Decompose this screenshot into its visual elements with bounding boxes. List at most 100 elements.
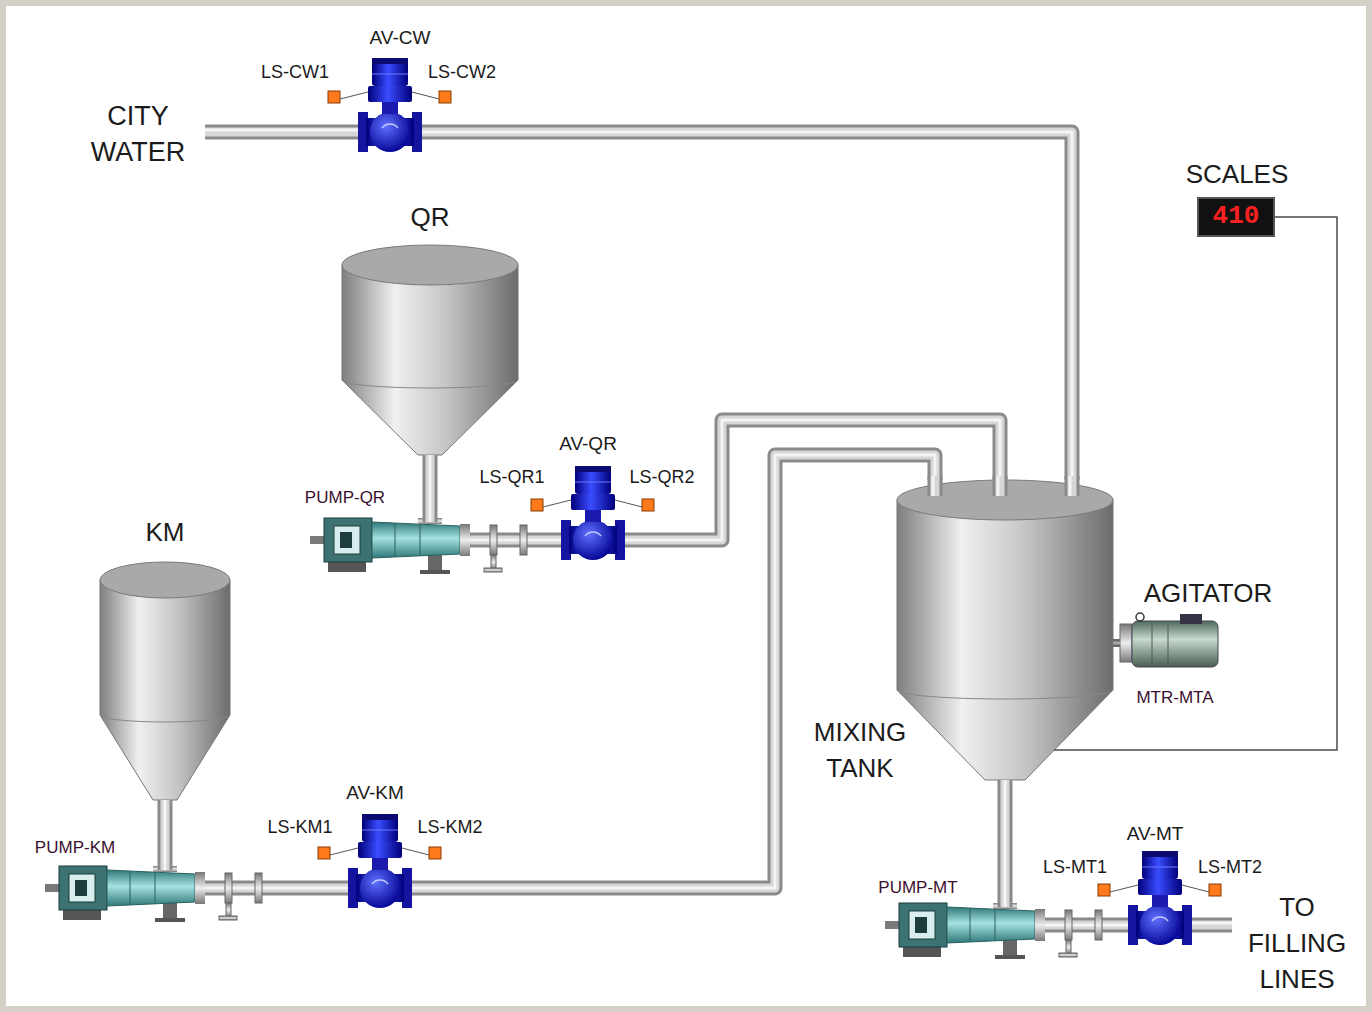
destination-label: TO FILLING LINES xyxy=(1232,889,1362,997)
pipe-body xyxy=(1001,780,1010,907)
pipe-body xyxy=(470,536,561,545)
pipe-flange xyxy=(520,525,527,555)
hopper-qr xyxy=(342,380,518,388)
pipe-outline xyxy=(423,455,438,522)
pipe-flange xyxy=(219,916,237,920)
limit-switch-tag: LS-MT1 xyxy=(1043,857,1107,879)
hopper-km xyxy=(100,562,230,800)
shaft-connector xyxy=(1113,643,1120,644)
hopper-tank: QR xyxy=(342,245,518,455)
tank-label: MIXING TANK xyxy=(790,714,930,786)
pipe-stub xyxy=(205,130,1232,925)
pipe-stub xyxy=(205,130,1232,923)
limit-switch-tag: LS-QR2 xyxy=(629,467,694,489)
pipe-body xyxy=(422,132,1072,480)
display-label: SCALES xyxy=(1186,159,1289,190)
tank-label: KM xyxy=(146,517,185,548)
mixing-tank-vessel xyxy=(897,480,1113,780)
pump-tag: PUMP-KM xyxy=(35,838,115,858)
pipe-highlight xyxy=(470,539,561,542)
pipe-connector xyxy=(412,455,935,888)
pipe-stub xyxy=(205,132,1232,925)
weight-readout: 410 xyxy=(1213,201,1260,232)
pipe-body xyxy=(161,800,170,870)
agitator-drawing xyxy=(1120,613,1218,667)
pipe-connector xyxy=(165,800,166,870)
limit-switch-tag: LS-MT2 xyxy=(1198,857,1262,879)
limit-switch-tag: LS-KM1 xyxy=(267,817,332,839)
pipe-flange xyxy=(1059,953,1077,957)
agitator-drawing xyxy=(1168,622,1169,666)
limit-switch-tag: LS-KM2 xyxy=(417,817,482,839)
signal-wire xyxy=(1054,749,1113,751)
scale-display: SCALES410 xyxy=(1197,197,1275,237)
tank-label: QR xyxy=(411,202,450,233)
control-valve: AV-QR xyxy=(561,466,625,560)
pipe-highlight xyxy=(429,455,432,522)
hopper-qr xyxy=(342,245,518,285)
pipe-flange xyxy=(225,873,232,903)
pipe-body xyxy=(426,455,435,522)
agitator-drawing xyxy=(1120,624,1132,662)
pipe-flange xyxy=(1066,940,1071,954)
pump: PUMP-MT xyxy=(885,907,1045,957)
pipe-flange xyxy=(219,525,1102,957)
agitator-shaft xyxy=(1113,639,1120,647)
pipe-highlight xyxy=(422,132,1072,480)
pipe-outline xyxy=(470,533,561,548)
agitator-drawing xyxy=(1132,621,1218,667)
agitator-drawing xyxy=(1152,622,1153,666)
pipe-outline xyxy=(158,800,173,870)
pipe-highlight xyxy=(1004,780,1007,907)
pipe-connector xyxy=(422,132,1072,480)
agitator-drawing xyxy=(1136,613,1144,621)
pipe-highlight xyxy=(1045,924,1128,927)
limit-switch-tag: LS-CW1 xyxy=(261,62,329,84)
shaft-highlight xyxy=(1113,642,1120,645)
control-valve: AV-MT xyxy=(1128,851,1192,945)
wire-connector xyxy=(1113,217,1337,750)
hopper-qr xyxy=(342,265,518,455)
valve-tag: AV-CW xyxy=(370,27,431,50)
pipe-connector xyxy=(430,455,431,522)
pipe-outline xyxy=(1045,918,1128,933)
pipe-highlight xyxy=(412,455,935,888)
pipe-flange xyxy=(491,555,496,569)
mixing-tank: MIXING TANK xyxy=(897,480,1113,780)
hopper-km xyxy=(100,715,230,722)
hopper-tank: KM xyxy=(100,562,230,800)
pump-tag: PUMP-MT xyxy=(878,878,957,898)
valve-tag: AV-KM xyxy=(346,782,404,805)
pump: PUMP-KM xyxy=(45,870,205,920)
pipe-highlight xyxy=(625,420,1000,540)
pipe-flange xyxy=(1095,910,1102,940)
signal-wire xyxy=(1113,217,1337,750)
pump: PUMP-QR xyxy=(310,522,470,572)
pump-qr-drawing xyxy=(310,518,470,574)
source-label: CITY WATER xyxy=(68,98,208,170)
valve-tag: AV-MT xyxy=(1127,823,1184,846)
pipe-stub xyxy=(205,132,1232,925)
hopper-qr xyxy=(342,245,518,455)
pipe-body xyxy=(1045,921,1128,930)
pump-tag: PUMP-QR xyxy=(305,488,385,508)
pipe-flange xyxy=(490,525,497,555)
control-valve: AV-CW xyxy=(358,58,422,152)
limit-switch-tag: LS-QR1 xyxy=(479,467,544,489)
motor-tag: MTR-MTA xyxy=(1136,688,1213,708)
valve-tag: AV-QR xyxy=(559,433,617,456)
control-valve: AV-KM xyxy=(348,814,412,908)
pump-km-drawing xyxy=(45,866,205,922)
pipe-flange xyxy=(484,568,502,572)
pipe-flange xyxy=(1065,910,1072,940)
pipe-outline xyxy=(422,132,1072,480)
mixing-tank-vessel xyxy=(897,690,1113,699)
agitator-motor: AGITATORMTR-MTA xyxy=(1120,612,1222,670)
pipe-connector xyxy=(1005,780,1006,907)
hopper-km xyxy=(100,562,230,598)
pipe-body xyxy=(412,455,935,888)
pipe-outline xyxy=(625,420,1000,540)
agitator-drawing xyxy=(1180,614,1202,624)
